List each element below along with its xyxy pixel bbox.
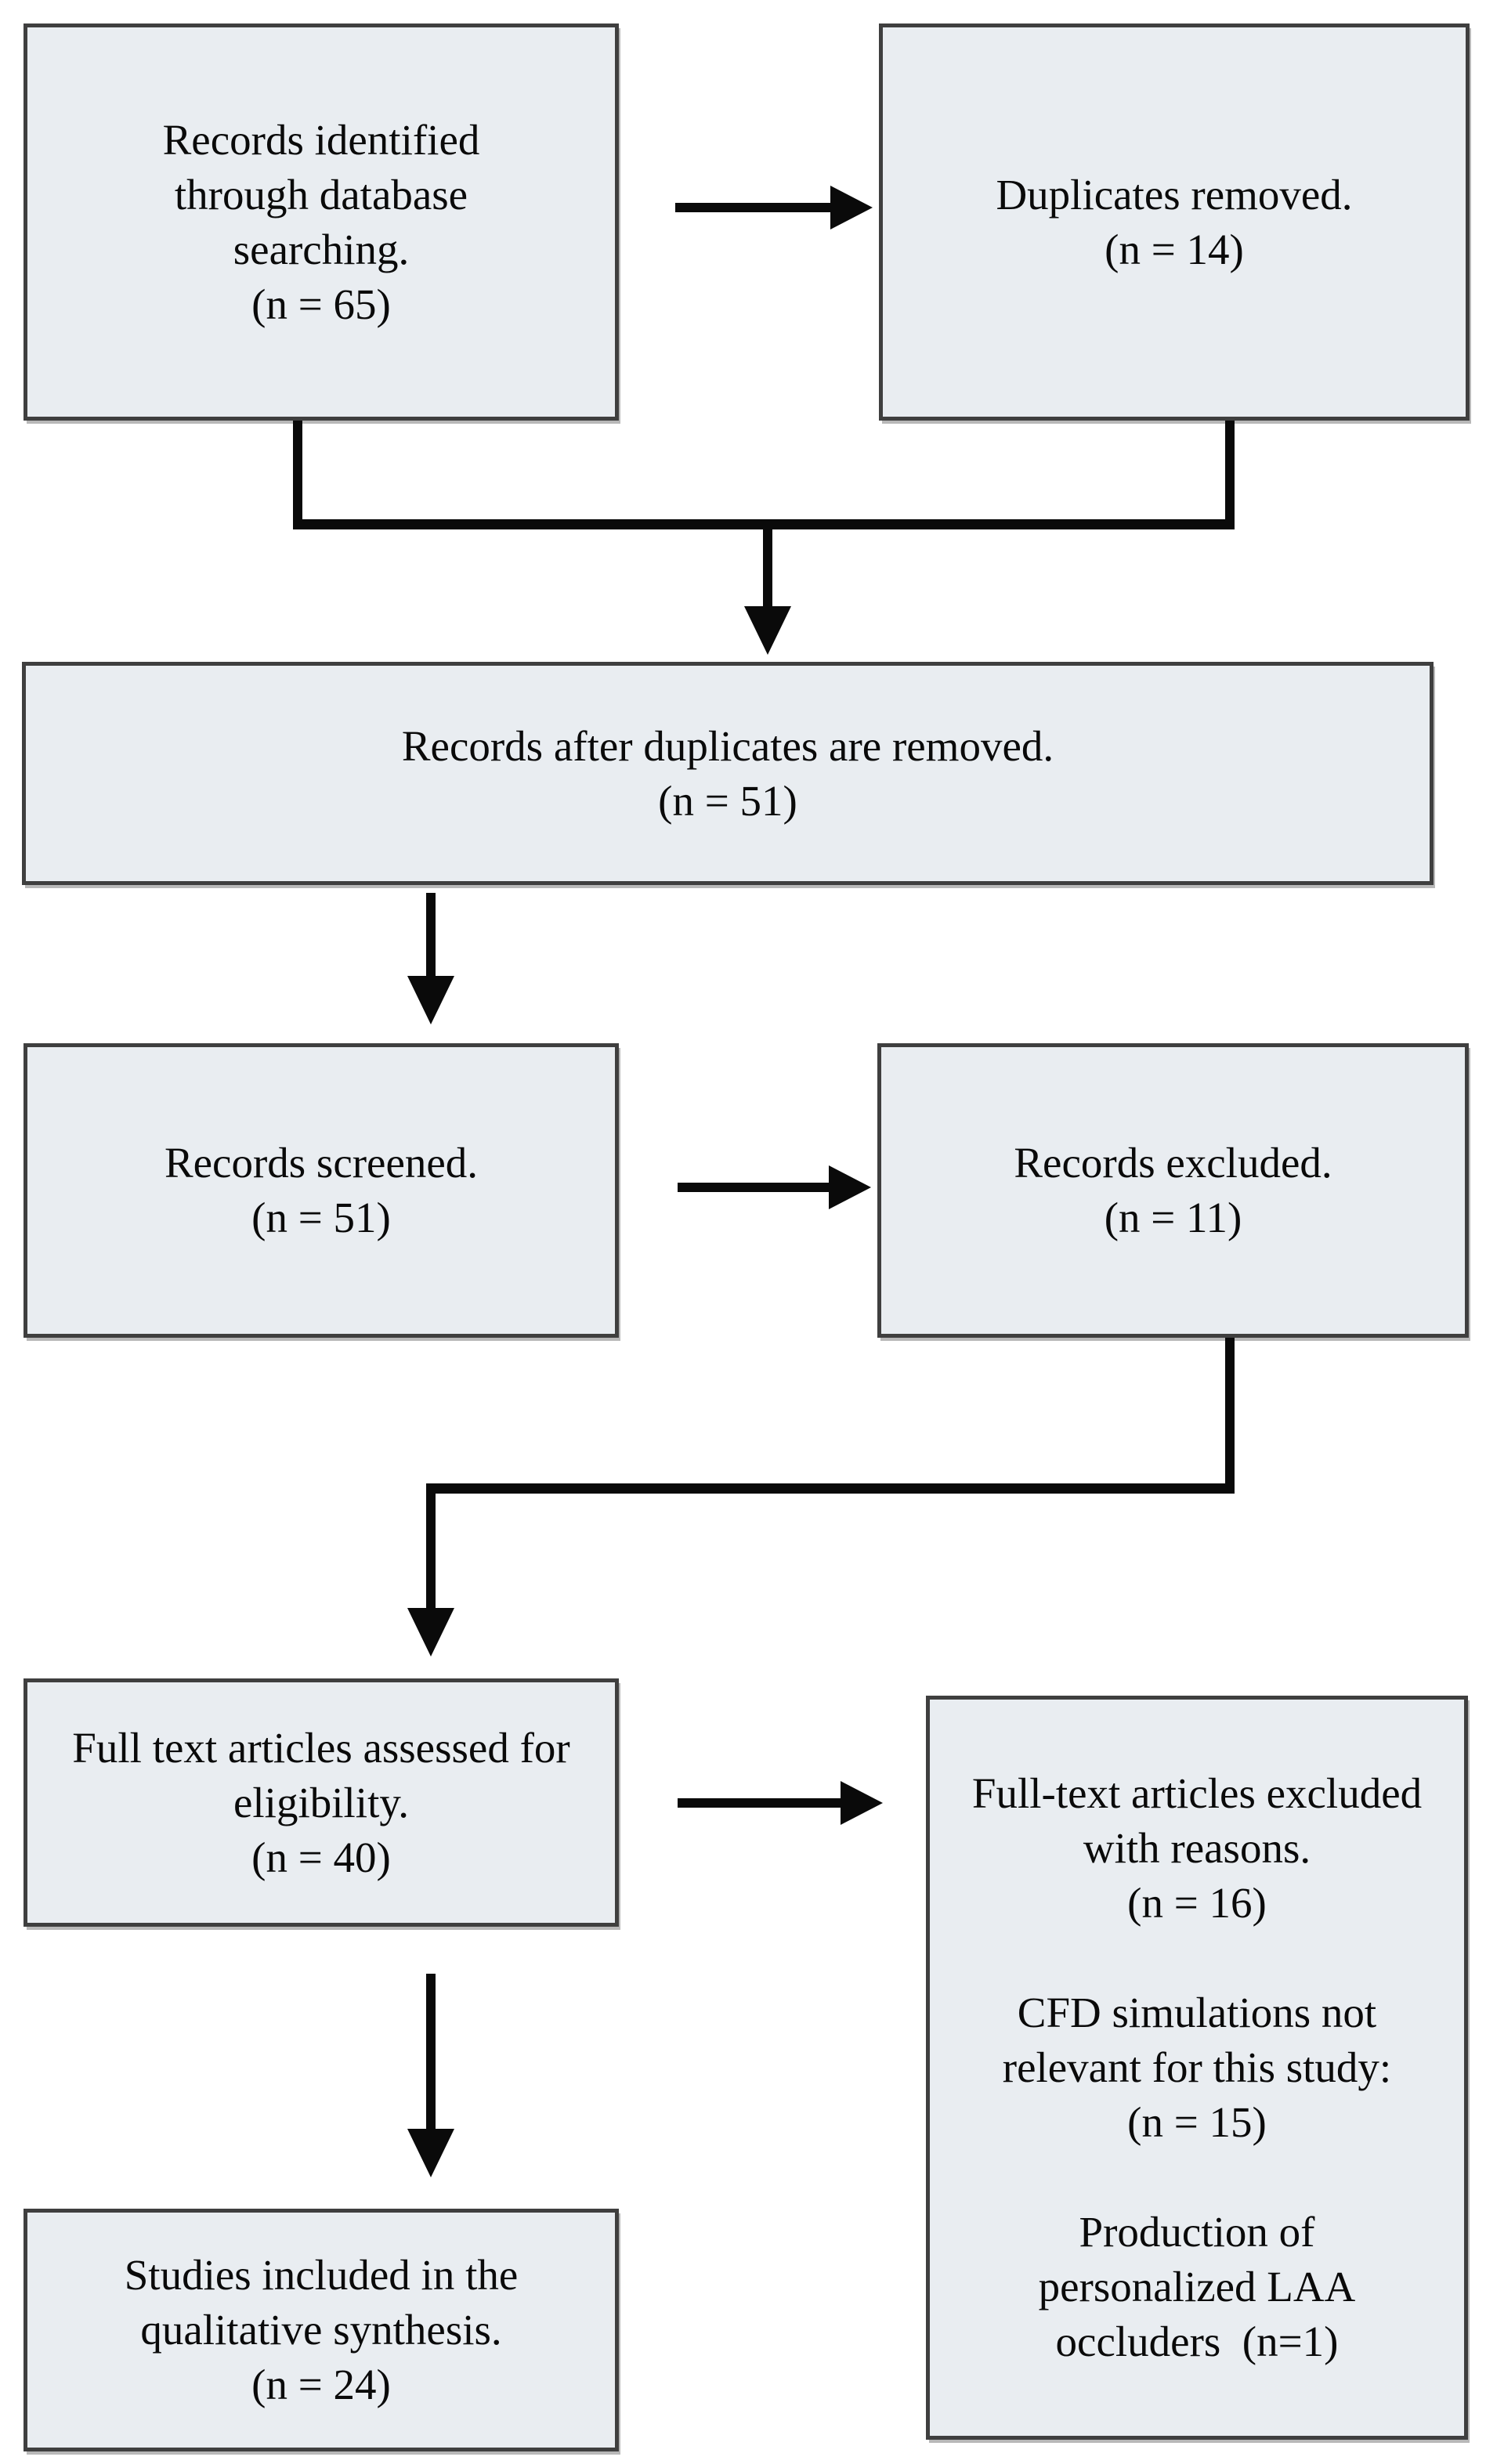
- arrow-right-icon: [829, 1165, 871, 1209]
- box-fulltext-excluded-text: Full-text articles excluded with reasons…: [971, 1769, 1423, 2365]
- box-records-screened-text: Records screened. (n = 51): [164, 1139, 479, 1241]
- connector-elbow-down-shaft: [426, 1492, 436, 1610]
- arrow-assessed-to-excluded-shaft: [678, 1798, 842, 1808]
- connector-identified-down-stub: [293, 421, 302, 521]
- box-records-identified: Records identified through database sear…: [24, 23, 619, 421]
- arrow-join-to-after-duplicates-shaft: [763, 529, 772, 608]
- arrow-assessed-to-included-shaft: [426, 1974, 436, 2130]
- box-duplicates-removed-text: Duplicates removed. (n = 14): [996, 170, 1353, 273]
- box-records-identified-text: Records identified through database sear…: [162, 115, 480, 328]
- box-fulltext-assessed: Full text articles assessed for eligibil…: [24, 1678, 619, 1927]
- arrow-down-icon: [407, 976, 454, 1024]
- arrow-right-icon: [841, 1781, 883, 1825]
- arrow-right-icon: [830, 186, 873, 229]
- arrow-after-duplicates-to-screened-shaft: [426, 893, 436, 977]
- arrow-down-icon: [407, 2129, 454, 2177]
- box-records-after-duplicates: Records after duplicates are removed. (n…: [22, 662, 1434, 885]
- connector-duplicates-down-stub: [1225, 421, 1235, 521]
- box-records-screened: Records screened. (n = 51): [24, 1043, 619, 1338]
- box-records-after-duplicates-text: Records after duplicates are removed. (n…: [401, 721, 1054, 825]
- connector-horizontal-join: [293, 519, 1235, 529]
- arrow-identified-to-duplicates-shaft: [675, 203, 832, 212]
- arrow-screened-to-excluded-shaft: [678, 1183, 830, 1192]
- box-fulltext-assessed-text: Full text articles assessed for eligibil…: [72, 1723, 570, 1881]
- connector-excluded-down-stub: [1225, 1338, 1235, 1488]
- box-studies-included: Studies included in the qualitative synt…: [24, 2209, 619, 2451]
- box-duplicates-removed: Duplicates removed. (n = 14): [879, 23, 1470, 421]
- arrow-down-icon: [407, 1608, 454, 1657]
- box-studies-included-text: Studies included in the qualitative synt…: [124, 2251, 519, 2408]
- box-fulltext-excluded: Full-text articles excluded with reasons…: [926, 1696, 1468, 2440]
- box-records-excluded-text: Records excluded. (n = 11): [1014, 1139, 1332, 1241]
- box-records-excluded: Records excluded. (n = 11): [877, 1043, 1469, 1338]
- connector-elbow-horizontal: [426, 1483, 1235, 1494]
- arrow-down-icon: [744, 606, 791, 655]
